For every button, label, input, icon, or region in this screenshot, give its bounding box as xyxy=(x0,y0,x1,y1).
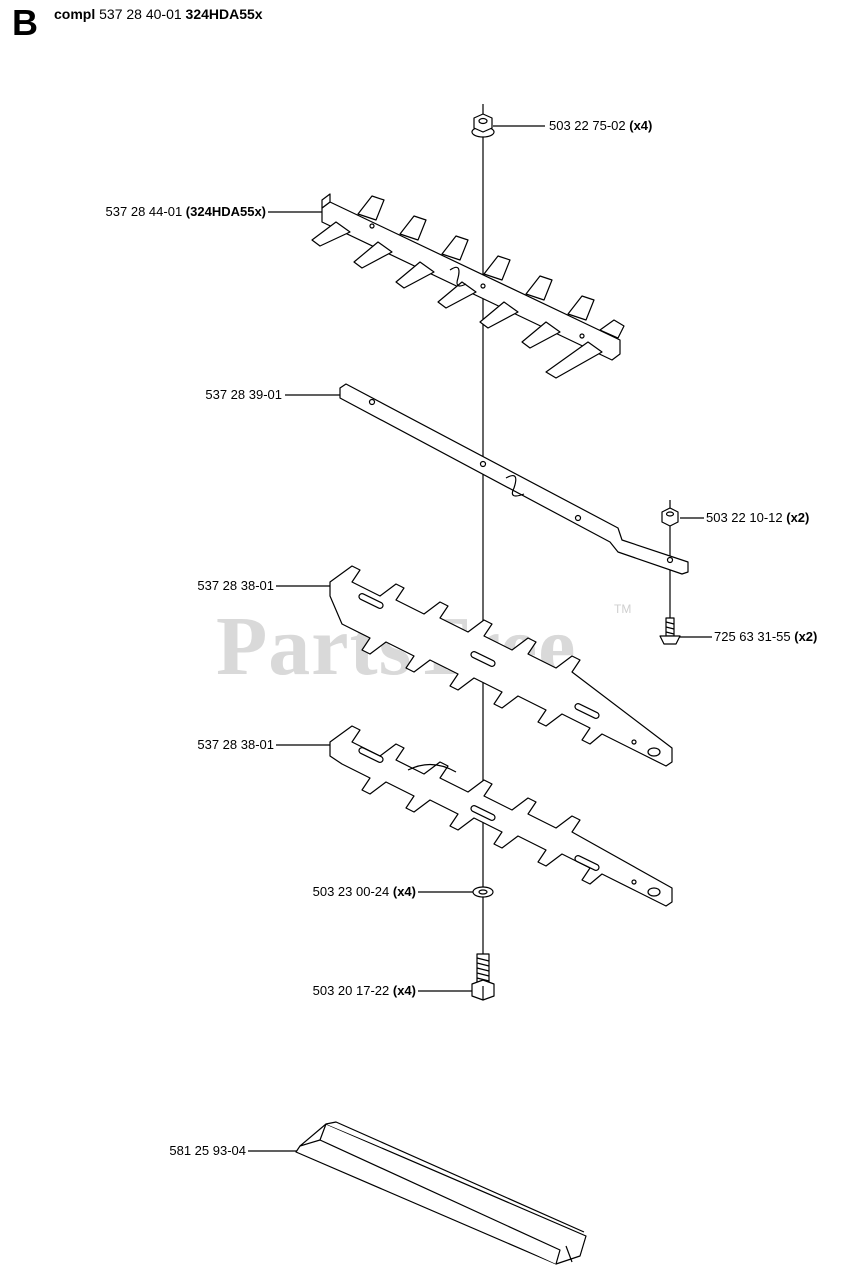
part-number: 725 63 31-55 xyxy=(714,629,791,644)
lower-blade-1 xyxy=(329,565,673,767)
flange-nut-top xyxy=(471,113,495,138)
countersunk-screw xyxy=(659,617,681,645)
header-prefix: compl xyxy=(54,6,96,22)
top-blade xyxy=(311,193,625,379)
drive-bar xyxy=(339,383,689,575)
label-screw-small: 725 63 31-55 (x2) xyxy=(714,629,817,645)
part-number: 581 25 93-04 xyxy=(169,1143,246,1158)
section-letter: B xyxy=(12,2,38,43)
part-number: 503 23 00-24 xyxy=(312,884,390,899)
part-number: 537 28 38-01 xyxy=(197,737,274,752)
label-washer: 503 23 00-24 (x4) xyxy=(276,884,416,900)
label-blade-mid2: 537 28 38-01 xyxy=(154,737,274,753)
washer xyxy=(472,886,494,898)
part-number: 503 22 10-12 xyxy=(706,510,783,525)
part-qty: (x2) xyxy=(794,629,818,644)
header-model: 324HDA55x xyxy=(185,6,263,22)
label-blade-mid1: 537 28 38-01 xyxy=(154,578,274,594)
lower-blade-2 xyxy=(329,725,673,907)
part-number: 537 28 38-01 xyxy=(197,578,274,593)
part-qty: (x4) xyxy=(629,118,653,133)
part-number: 503 22 75-02 xyxy=(549,118,626,133)
label-nut-small: 503 22 10-12 (x2) xyxy=(706,510,809,526)
hex-bolt xyxy=(471,953,495,1001)
header-number: 537 28 40-01 xyxy=(99,6,182,22)
blade-guard xyxy=(295,1121,587,1265)
part-qty: (324HDA55x) xyxy=(185,204,266,219)
label-bolt: 503 20 17-22 (x4) xyxy=(276,983,416,999)
label-bar: 537 28 39-01 xyxy=(162,387,282,403)
part-qty: (x4) xyxy=(392,884,416,899)
label-nut-top: 503 22 75-02 (x4) xyxy=(549,118,652,134)
part-qty: (x2) xyxy=(786,510,810,525)
label-guard: 581 25 93-04 xyxy=(124,1143,246,1159)
part-number: 537 28 44-01 xyxy=(105,204,183,219)
leader-lines xyxy=(248,125,712,1152)
small-hex-nut xyxy=(661,507,679,527)
watermark-tm: TM xyxy=(614,602,632,616)
part-number: 537 28 39-01 xyxy=(205,387,282,402)
part-number: 503 20 17-22 xyxy=(312,983,390,998)
label-blade-top: 537 28 44-01 (324HDA55x) xyxy=(78,204,266,220)
diagram-header: compl 537 28 40-01 324HDA55x xyxy=(54,6,263,22)
part-qty: (x4) xyxy=(392,983,416,998)
